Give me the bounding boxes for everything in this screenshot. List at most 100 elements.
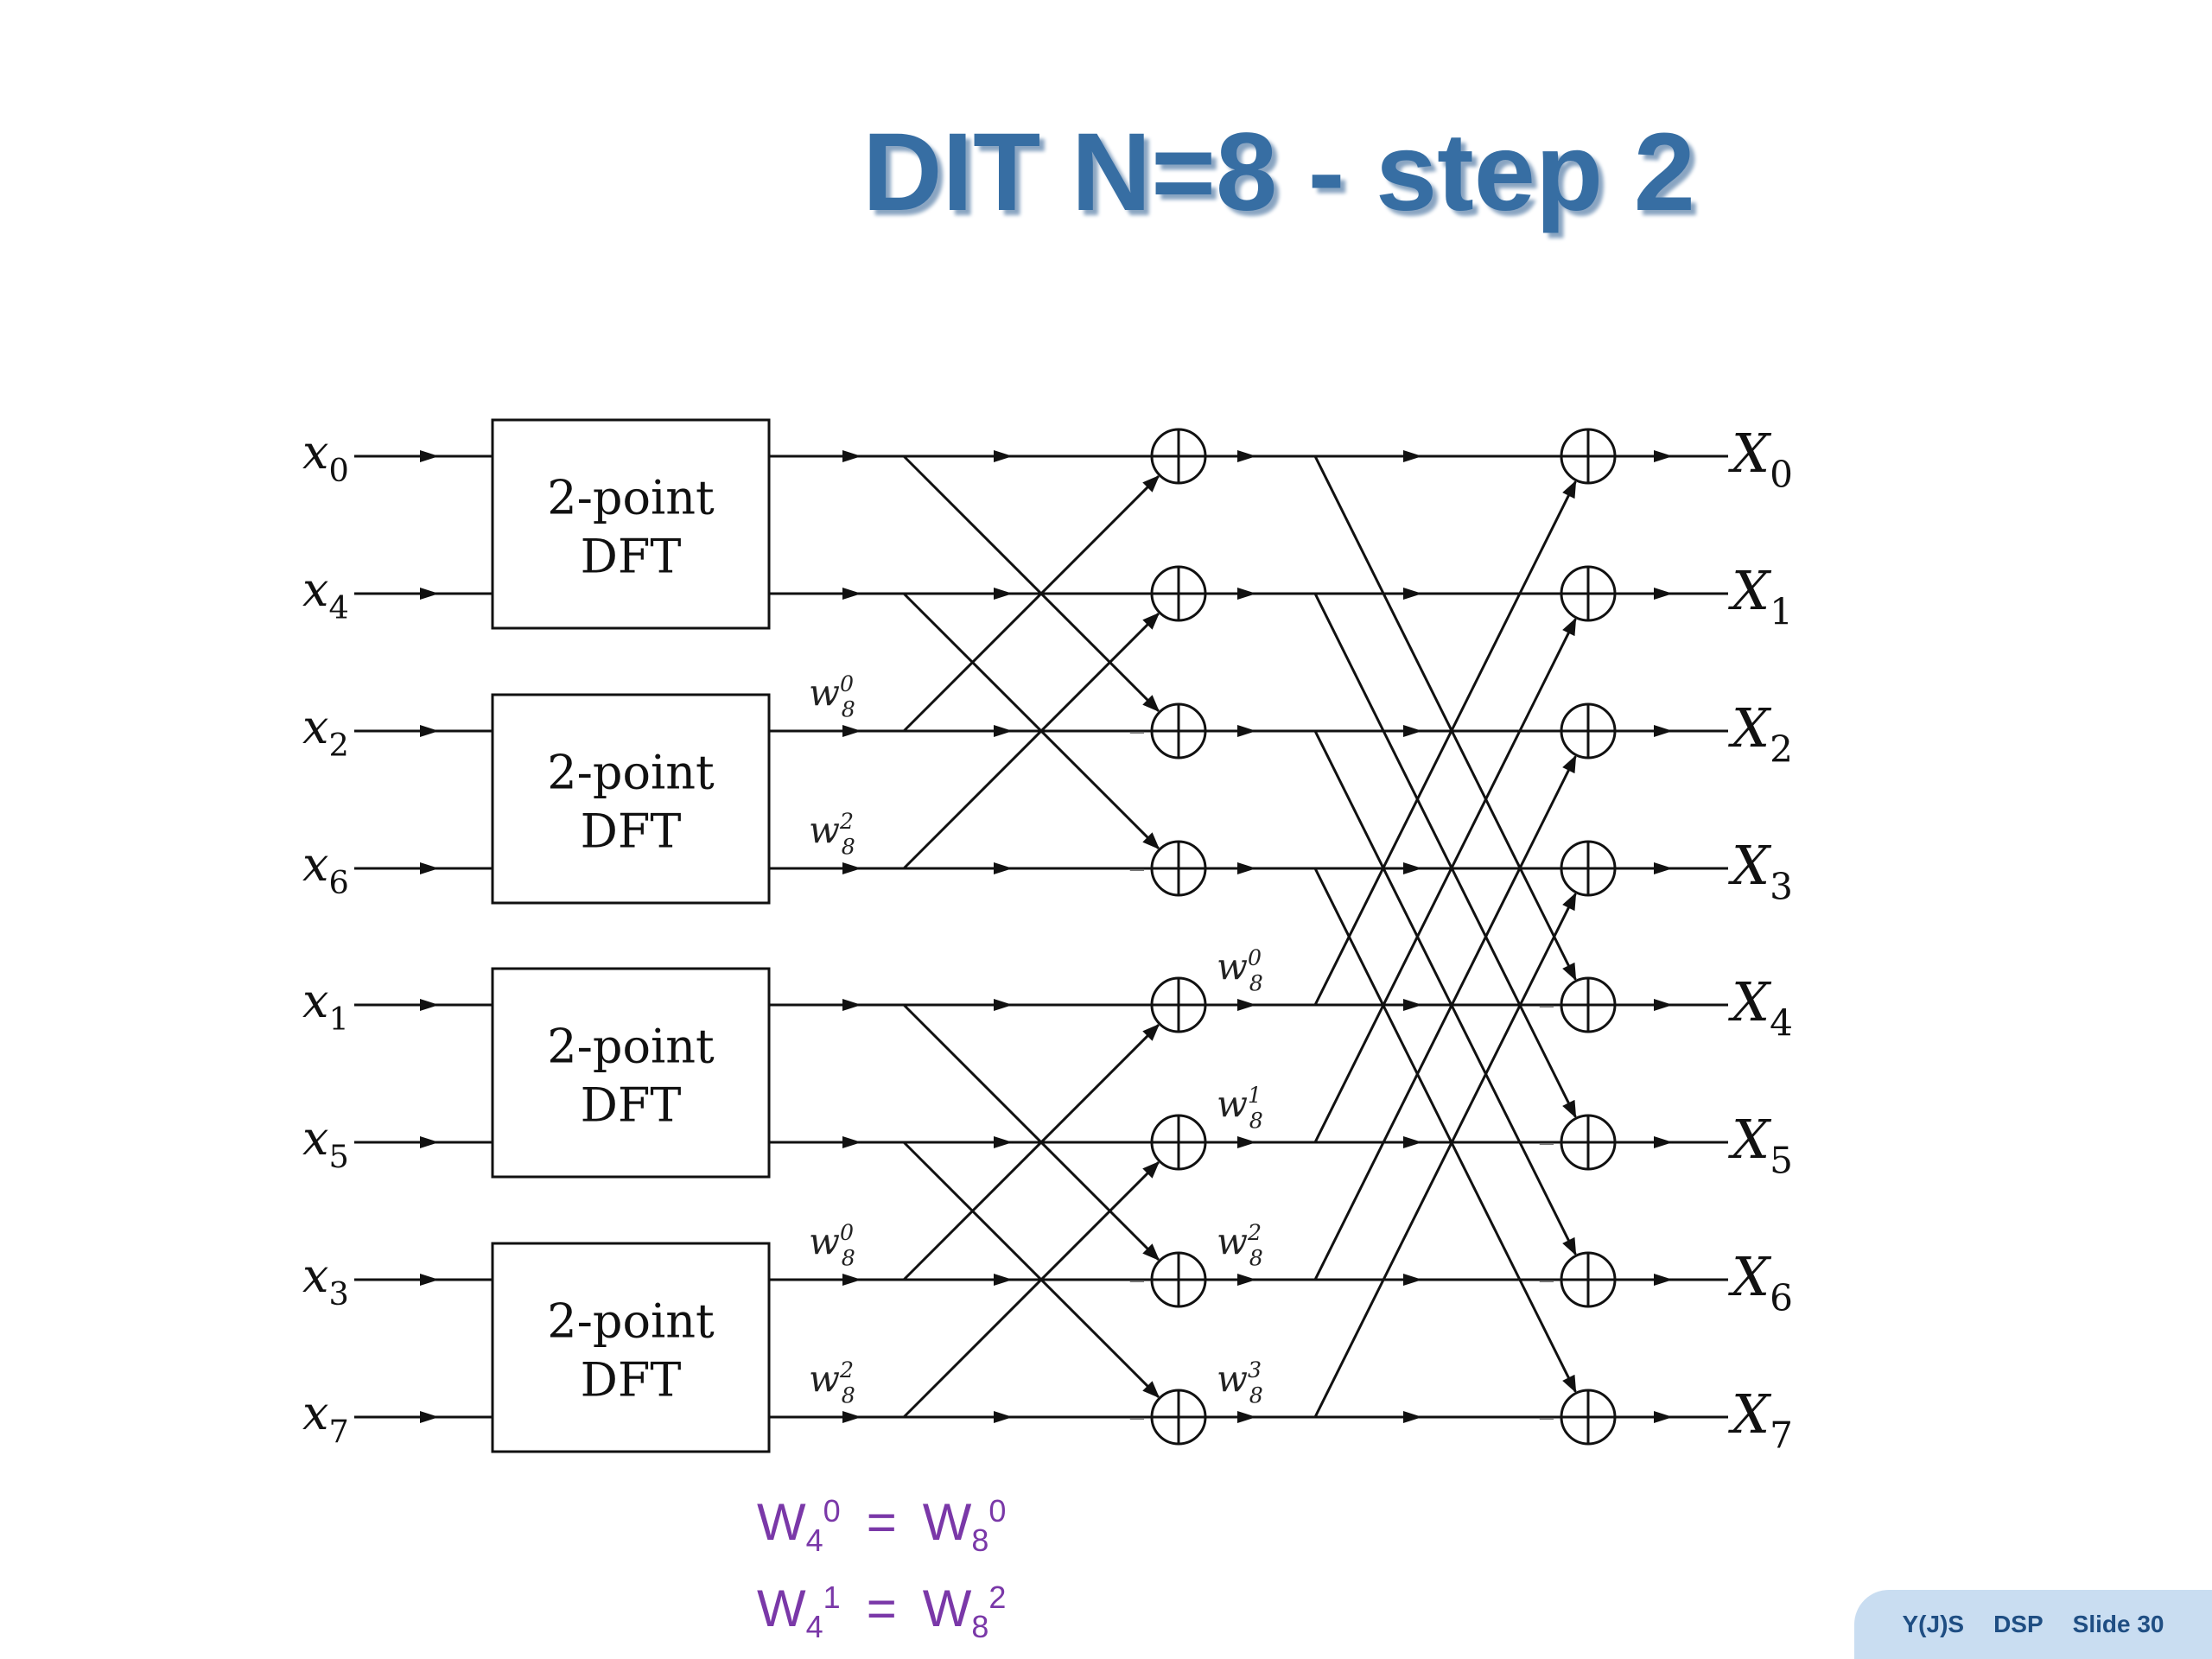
dft-block-line1: 2-point	[547, 1294, 715, 1349]
adder-node	[1560, 702, 1617, 760]
stage2-arrow	[1237, 1411, 1256, 1423]
stage1-cross-wire	[902, 454, 1160, 713]
adder-node	[1560, 1389, 1617, 1446]
dft-block-line1: 2-point	[547, 471, 715, 525]
input-label: x0	[302, 425, 349, 489]
stage2-cross-wire	[1313, 868, 1577, 1394]
dft-block	[491, 967, 771, 1179]
stage1-arrow	[842, 862, 861, 874]
adder-node	[1150, 1389, 1207, 1446]
stage1-arrow	[994, 999, 1013, 1011]
slide-footer: Y(J)S DSP Slide 30	[1854, 1590, 2212, 1659]
stage2-arrow	[1403, 1411, 1422, 1423]
stage1-arrow	[994, 588, 1013, 600]
output-label: X5	[1728, 1108, 1793, 1181]
stage2-arrow	[1237, 450, 1256, 462]
stage2-arrow	[1237, 1136, 1256, 1148]
stage2-cross-wire	[1313, 455, 1577, 982]
input-label: x3	[302, 1249, 349, 1313]
stage1-arrow	[994, 450, 1013, 462]
stage1-cross-wire	[902, 1160, 1160, 1419]
stage2-arrow	[1403, 725, 1422, 737]
stage1-arrow	[994, 1136, 1013, 1148]
output-arrow	[1654, 1411, 1673, 1423]
stage1-arrow	[842, 588, 861, 600]
adder-node	[1560, 1114, 1617, 1171]
dft-block-line2: DFT	[581, 1353, 682, 1408]
output-label: X1	[1728, 559, 1793, 632]
output-arrow	[1654, 999, 1673, 1011]
input-label: x1	[302, 974, 349, 1038]
input-arrow	[420, 999, 439, 1011]
footer-author: Y(J)S	[1902, 1611, 1965, 1637]
stage2-cross-wire	[1313, 480, 1577, 1006]
adder-node	[1560, 428, 1617, 485]
stage2-arrow	[1403, 1274, 1422, 1286]
adder-node	[1150, 1251, 1207, 1308]
output-label: X3	[1728, 834, 1793, 907]
signal-wires	[354, 454, 1728, 1419]
stage2-cross-wire	[1313, 730, 1577, 1256]
adder-node	[1150, 840, 1207, 897]
stage1-cross-wire	[902, 592, 1160, 850]
input-arrow	[420, 1136, 439, 1148]
stage1-cross-wire	[902, 612, 1160, 870]
stage2-arrow	[1403, 450, 1422, 462]
footer-course: DSP	[1993, 1611, 2044, 1637]
footer-slide-number: Slide 30	[2072, 1611, 2164, 1637]
stage2-arrow	[1403, 862, 1422, 874]
identity-line-1: W40=W80	[757, 1493, 1007, 1558]
minus-sign: −	[1537, 994, 1556, 1020]
adder-node	[1560, 1251, 1617, 1308]
dft-block	[491, 1242, 771, 1453]
stage2-cross-wire	[1313, 892, 1577, 1418]
stage1-arrow	[994, 725, 1013, 737]
dft-block	[491, 418, 771, 630]
stage2-arrow	[1237, 588, 1256, 600]
minus-sign: −	[1128, 1406, 1147, 1432]
adder-node	[1560, 840, 1617, 897]
stage2-cross-wire	[1313, 593, 1577, 1119]
stage1-arrow	[994, 862, 1013, 874]
stage2-arrow	[1403, 999, 1422, 1011]
minus-sign: −	[1128, 857, 1147, 883]
twiddle-identities: W40=W80 W41=W82	[757, 1483, 1006, 1656]
dft-block-line1: 2-point	[547, 746, 715, 800]
stage2-cross-wire	[1313, 617, 1577, 1143]
output-arrow	[1654, 1274, 1673, 1286]
input-label: x6	[302, 837, 349, 901]
stage1-cross-wire	[902, 1023, 1160, 1281]
adder-nodes	[1150, 428, 1617, 1446]
output-label: X2	[1728, 696, 1793, 770]
adder-node	[1150, 702, 1207, 760]
input-label: x2	[302, 700, 349, 764]
dft-block-line2: DFT	[581, 804, 682, 859]
slide-title: DIT N=8 - step 2	[862, 111, 1695, 234]
flow-arrows	[420, 450, 1673, 1423]
stage1-cross-wire	[902, 1003, 1160, 1262]
input-arrow	[420, 862, 439, 874]
stage1-arrow	[994, 1274, 1013, 1286]
minus-sign: −	[1537, 1406, 1556, 1432]
adder-node	[1150, 1114, 1207, 1171]
input-arrow	[420, 1274, 439, 1286]
dft-block-line2: DFT	[581, 1078, 682, 1133]
minus-sign: −	[1537, 1131, 1556, 1157]
output-arrow	[1654, 588, 1673, 600]
output-label: X4	[1728, 970, 1793, 1044]
stage2-arrow	[1237, 725, 1256, 737]
output-arrow	[1654, 450, 1673, 462]
minus-sign: −	[1537, 1268, 1556, 1294]
stage1-cross-wire	[902, 474, 1160, 733]
input-arrow	[420, 450, 439, 462]
stage1-arrow	[994, 1411, 1013, 1423]
adder-node	[1560, 565, 1617, 622]
dft-block-line2: DFT	[581, 530, 682, 584]
input-arrow	[420, 588, 439, 600]
